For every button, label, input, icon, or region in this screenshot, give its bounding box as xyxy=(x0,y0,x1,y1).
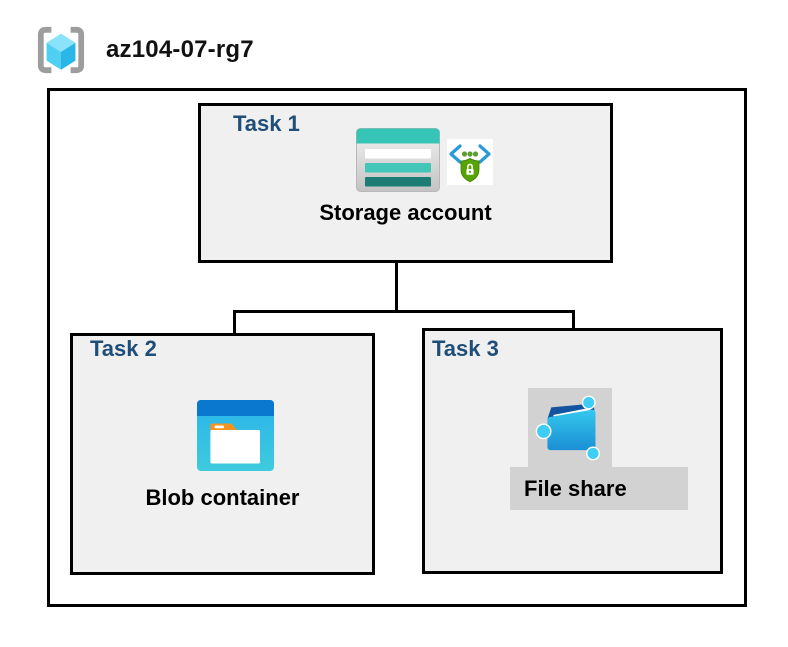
task2-label: Task 2 xyxy=(90,336,157,361)
resource-group-name: az104-07-rg7 xyxy=(106,36,254,63)
connector-line xyxy=(233,310,575,313)
task1-resource-label: Storage account xyxy=(319,200,492,225)
task3-resource-label: File share xyxy=(510,467,688,510)
file-share-icon xyxy=(534,392,606,464)
connector-line xyxy=(395,263,398,313)
task1-label: Task 1 xyxy=(233,111,300,136)
task2-resource-label: Blob container xyxy=(145,485,300,510)
resource-group-icon xyxy=(36,24,86,76)
blob-container-icon xyxy=(197,400,274,471)
sas-lock-icon xyxy=(447,139,493,185)
storage-account-icon xyxy=(356,128,440,192)
task3-label: Task 3 xyxy=(432,336,499,361)
